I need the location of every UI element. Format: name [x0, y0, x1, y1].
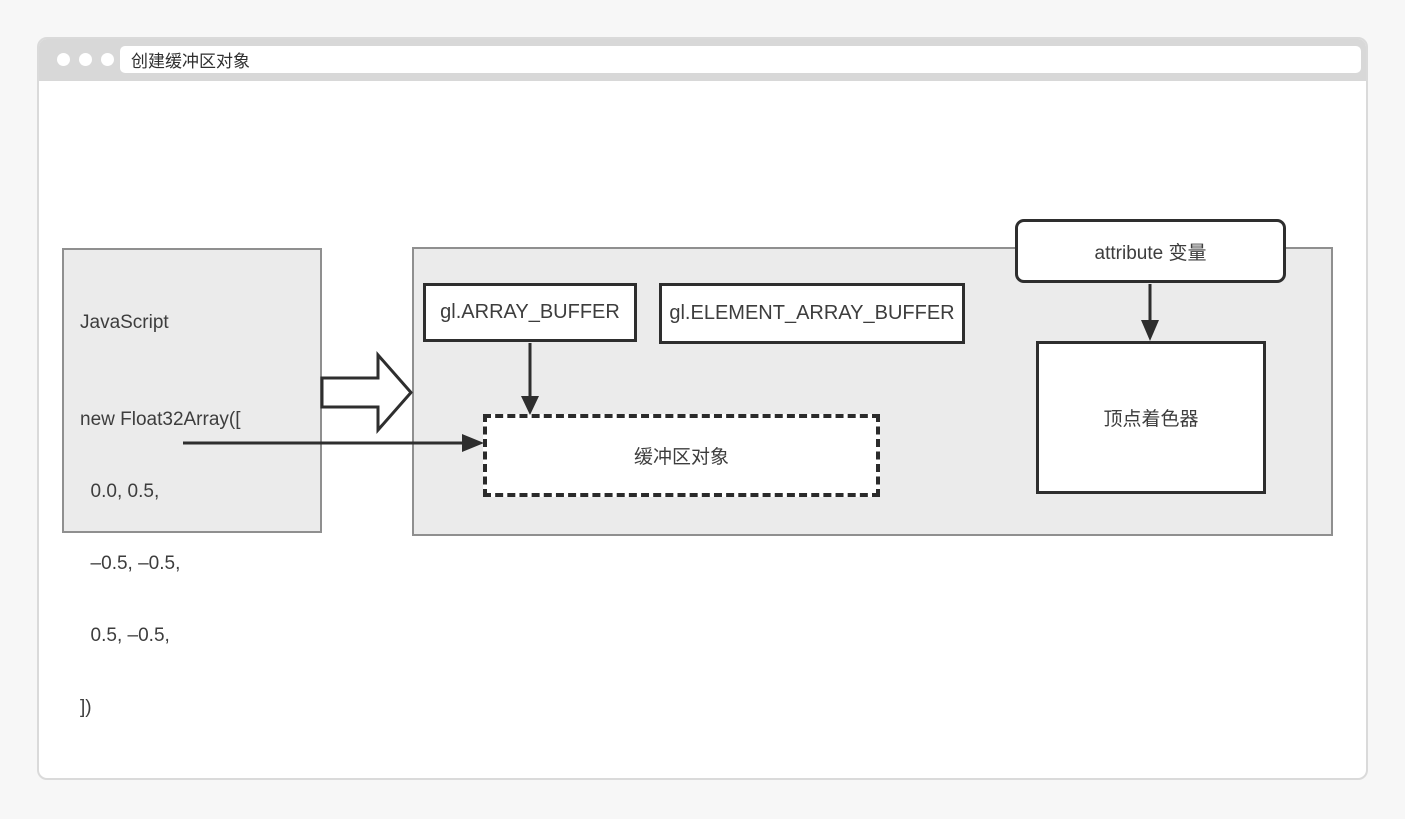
array-buffer-target-box: gl.ARRAY_BUFFER — [423, 283, 637, 342]
window-controls — [57, 53, 114, 66]
window-control-dot-icon[interactable] — [57, 53, 70, 66]
buffer-object-box: 缓冲区对象 — [483, 414, 880, 497]
javascript-code: new Float32Array([ 0.0, 0.5, –0.5, –0.5,… — [80, 360, 241, 768]
code-line: 0.0, 0.5, — [80, 481, 160, 502]
code-line: ]) — [80, 697, 92, 718]
window-control-dot-icon[interactable] — [101, 53, 114, 66]
attribute-variable-box: attribute 变量 — [1015, 219, 1286, 283]
buffer-object-label: 缓冲区对象 — [633, 447, 729, 468]
element-array-buffer-label: gl.ELEMENT_ARRAY_BUFFER — [669, 302, 955, 324]
array-buffer-label: gl.ARRAY_BUFFER — [440, 301, 620, 323]
block-arrow-icon — [320, 351, 413, 434]
vertex-shader-label: 顶点着色器 — [1103, 409, 1199, 430]
window-control-dot-icon[interactable] — [79, 53, 92, 66]
code-line: new Float32Array([ — [80, 409, 241, 430]
attribute-variable-label: attribute 变量 — [1094, 242, 1207, 264]
code-line: 0.5, –0.5, — [80, 625, 170, 646]
titlebar: 创建缓冲区对象 — [39, 39, 1366, 81]
javascript-label: JavaScript — [80, 312, 169, 333]
address-bar[interactable]: 创建缓冲区对象 — [120, 46, 1361, 73]
code-line: –0.5, –0.5, — [80, 553, 181, 574]
javascript-panel: JavaScript new Float32Array([ 0.0, 0.5, … — [62, 248, 322, 718]
page-title: 创建缓冲区对象 — [131, 52, 250, 71]
vertex-shader-box: 顶点着色器 — [1036, 341, 1266, 494]
element-array-buffer-target-box: gl.ELEMENT_ARRAY_BUFFER — [659, 283, 965, 344]
